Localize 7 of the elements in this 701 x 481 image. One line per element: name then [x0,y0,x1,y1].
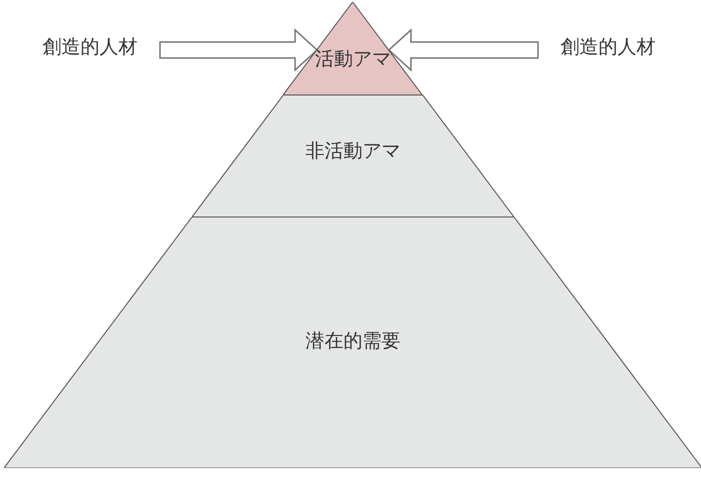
layer-label: 活動アマ [314,47,391,72]
text-label: 創造的人材 [42,35,138,60]
block-arrow [159,28,318,72]
layer-label: 潜在的需要 [306,329,400,354]
text-label: 創造的人材 [560,35,656,60]
block-arrow [388,28,539,72]
layer-label: 非活動アマ [305,139,400,164]
